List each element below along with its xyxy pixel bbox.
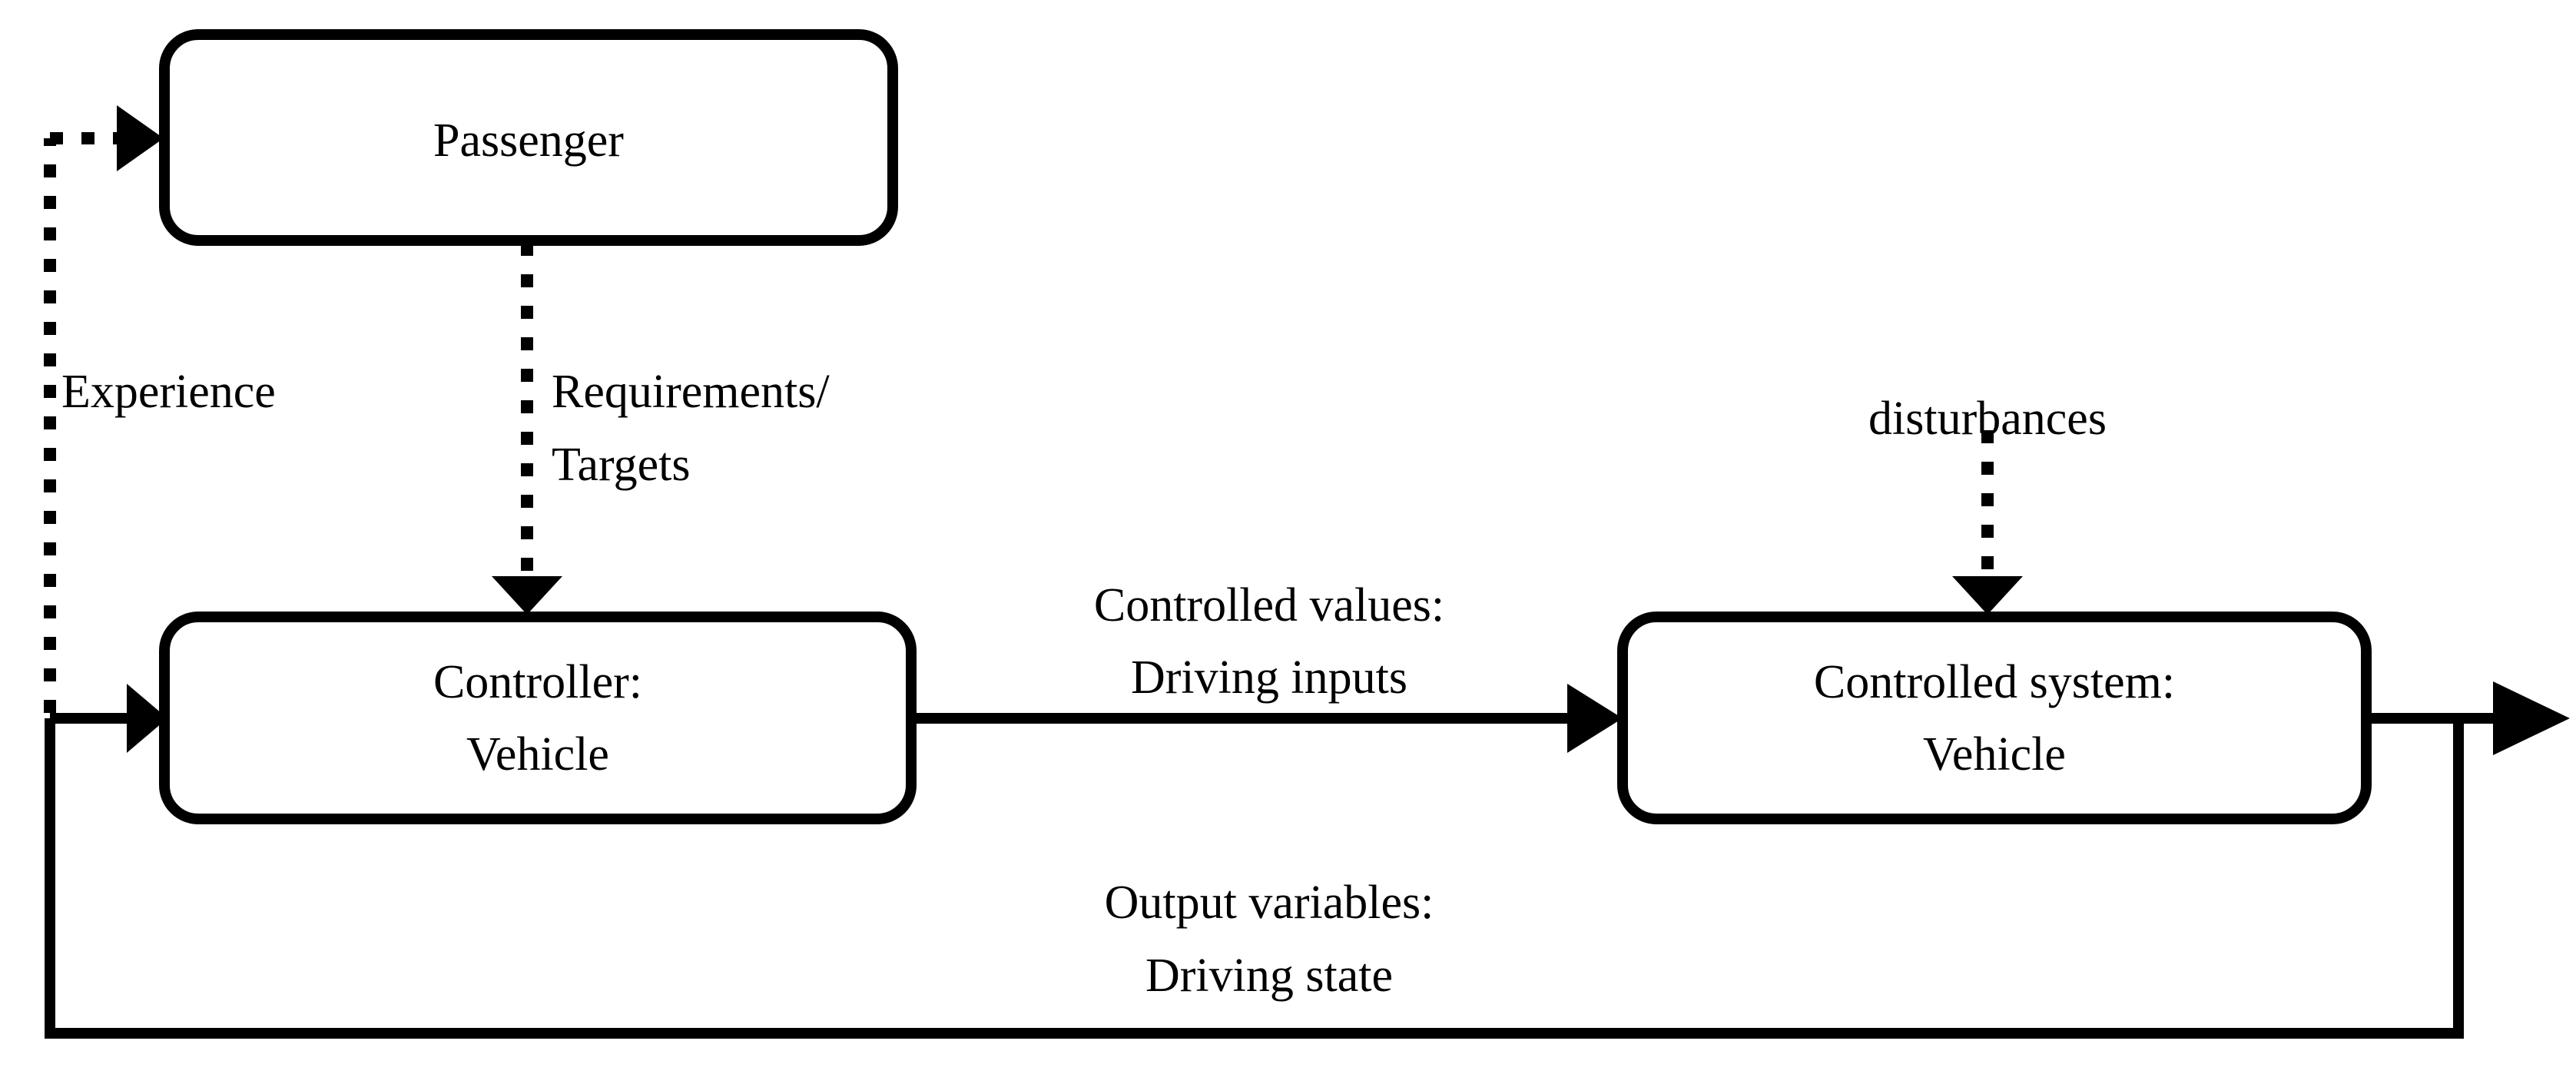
edge-label-output-variables-line2: Driving state (1145, 950, 1393, 1002)
block-controller-label-line2: Vehicle (466, 728, 609, 781)
arrowhead-into-controlled-system-top (1952, 576, 2023, 615)
edge-label-controlled-values-line1: Controlled values: (1094, 579, 1444, 631)
edge-label-controlled-values-line2: Driving inputs (1131, 651, 1407, 704)
block-controlled-system-label-line1: Controlled system: (1814, 656, 2175, 708)
edge-label-requirements-line1: Requirements/ (552, 366, 830, 418)
connection-passenger-to-controller (492, 243, 562, 615)
block-passenger[interactable] (159, 29, 898, 246)
edge-label-disturbances: disturbances (1868, 393, 2107, 445)
edge-label-output-variables-line1: Output variables: (1105, 877, 1434, 929)
block-passenger-label: Passenger (433, 114, 624, 167)
block-controlled-system[interactable] (1617, 612, 2372, 824)
arrowhead-output-right (2493, 681, 2570, 755)
arrowhead-into-controller (127, 684, 167, 753)
arrowhead-into-controlled-system (1567, 684, 1623, 753)
edge-label-requirements-line2: Targets (552, 439, 690, 491)
block-controlled-system-label-line2: Vehicle (1923, 728, 2066, 781)
connection-disturbances-to-controlled-system (1952, 430, 2023, 615)
connection-controller-to-controlled-system (910, 684, 1623, 753)
connection-experience-to-passenger (44, 105, 164, 713)
arrowhead-into-controller-top (492, 576, 562, 615)
connection-feedback-to-controller (45, 684, 2464, 1039)
arrowhead-into-passenger (117, 105, 164, 171)
edge-label-experience: Experience (61, 366, 276, 418)
connection-controlled-system-output (2365, 681, 2570, 755)
block-controller-label-line1: Controller: (433, 656, 642, 708)
block-controller[interactable] (159, 612, 917, 824)
